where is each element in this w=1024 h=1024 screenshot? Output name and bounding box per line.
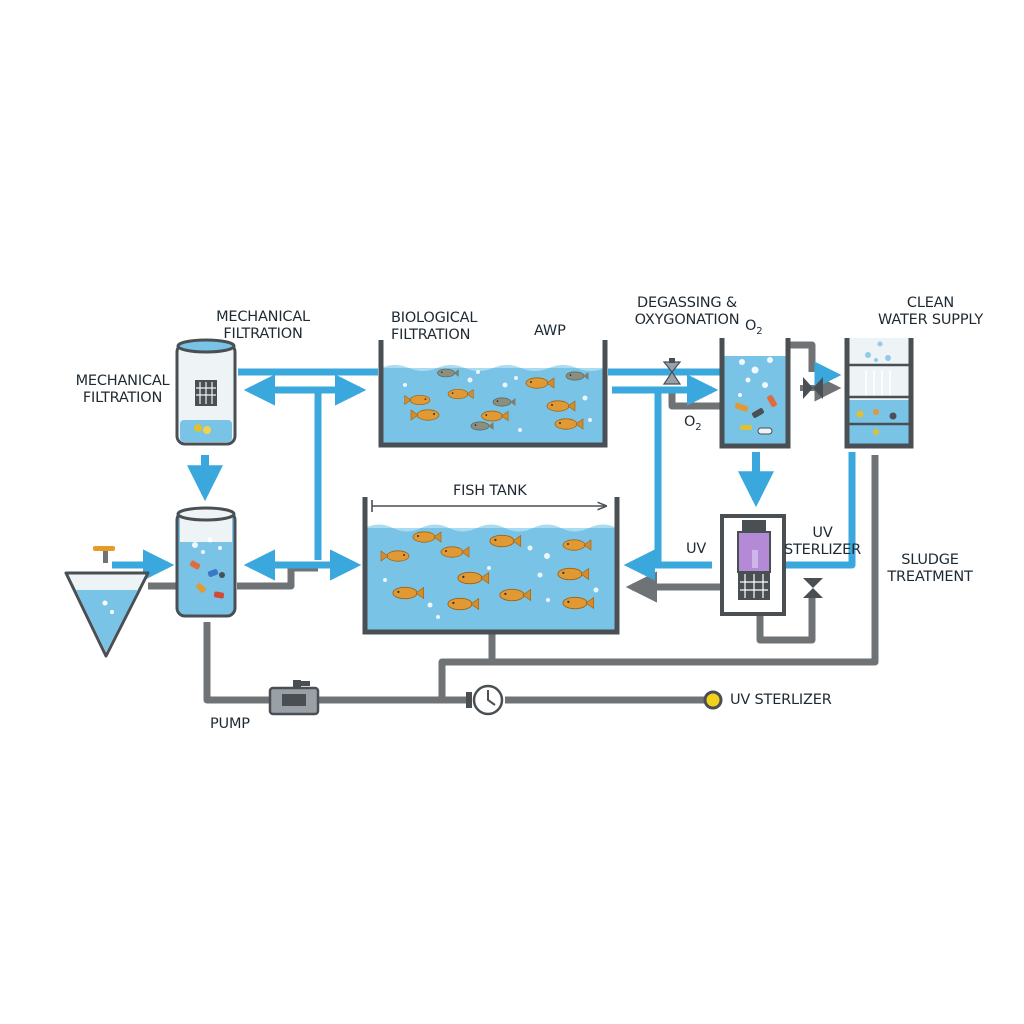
uv-indicator-icon bbox=[703, 690, 723, 710]
valve-uv-icon bbox=[803, 578, 823, 598]
degassing-column bbox=[719, 338, 791, 449]
pipe-mechanical-to-junction bbox=[237, 564, 318, 590]
blue-pipes bbox=[238, 368, 856, 569]
label-uv: UV bbox=[686, 541, 707, 557]
uv-sterilizer bbox=[720, 514, 786, 616]
pipe-degas-to-clean bbox=[788, 341, 816, 372]
clean-water-supply bbox=[844, 338, 914, 449]
pipe-clean-supply-return bbox=[785, 452, 856, 569]
valve-clean-supply-icon bbox=[803, 377, 823, 399]
settling-cone bbox=[64, 546, 150, 658]
label-pump: PUMP bbox=[210, 716, 250, 732]
gauge-icon bbox=[466, 684, 504, 716]
mechanical-filter-bottom bbox=[175, 506, 237, 618]
label-o2-mid: O2 bbox=[684, 414, 702, 433]
pipe-bio-to-degas bbox=[668, 388, 722, 410]
pipe-mech-filter-outlet bbox=[203, 622, 270, 704]
fish-tank bbox=[362, 497, 620, 635]
mechanical-filter-top bbox=[175, 338, 237, 446]
label-degassing-oxygenation: DEGASSING &OXYGONATION bbox=[634, 295, 740, 328]
pipe-uv-bypass bbox=[756, 598, 816, 644]
label-awp: AWP bbox=[534, 323, 566, 339]
biological-filter-tank bbox=[378, 340, 608, 448]
valve-icon bbox=[662, 358, 682, 385]
pump-icon bbox=[268, 680, 320, 716]
label-fish-tank: FISH TANK bbox=[453, 483, 527, 499]
faucet-icon bbox=[93, 546, 115, 563]
label-o2-top: O2 bbox=[745, 318, 763, 337]
label-uv-sterlizer-bottom: UV STERLIZER bbox=[730, 692, 832, 708]
pipe-return-loop bbox=[438, 455, 879, 700]
